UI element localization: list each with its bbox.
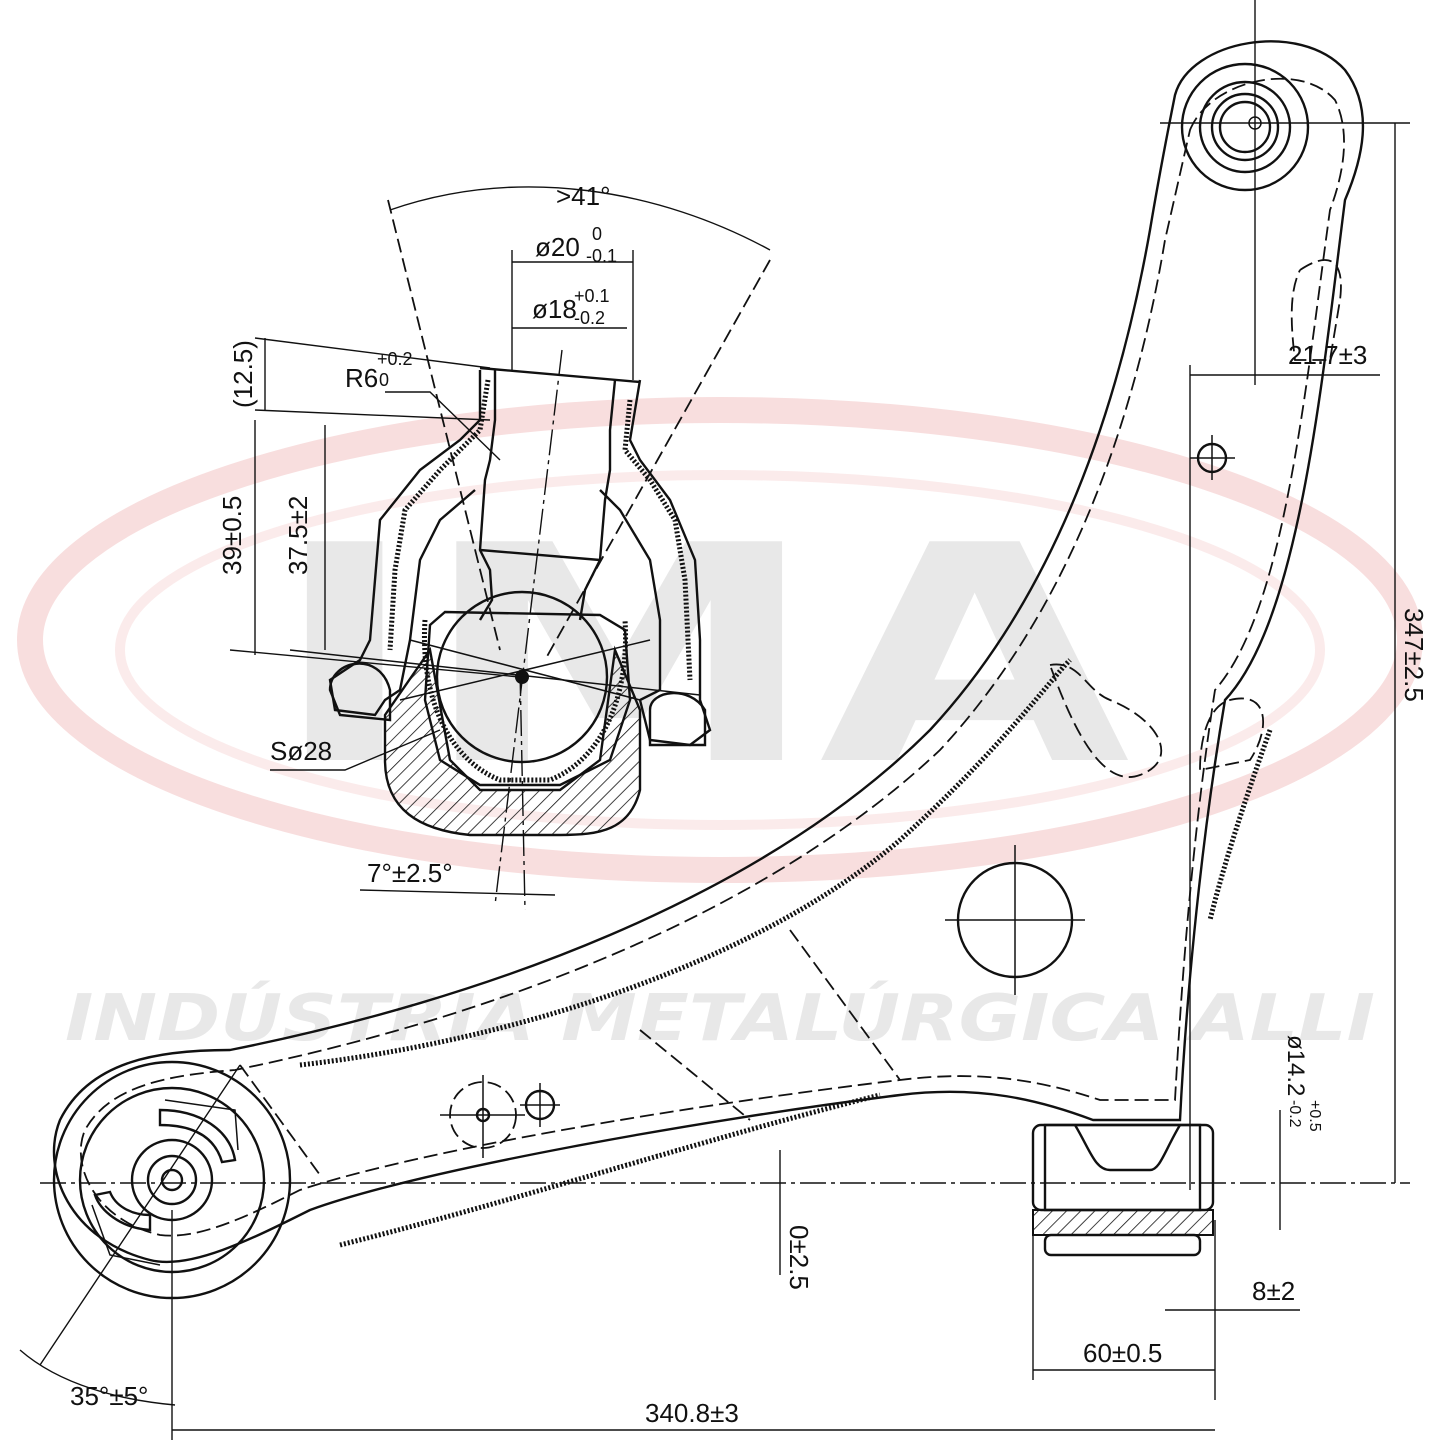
arm-inner-contour: [80, 77, 1345, 1237]
dim-stud-major-upper: 0: [592, 224, 602, 244]
housing-lower: [383, 645, 642, 837]
arm-rib-1: [789, 929, 901, 1081]
front-bushing: [52, 1060, 292, 1300]
boot-lining-left: [387, 379, 491, 651]
dim-length-total-label: 340.8±3: [645, 1398, 739, 1428]
dim-stud-major-label: ø20: [535, 232, 580, 262]
weld-seam-upper: [299, 658, 1072, 1068]
stud: [478, 370, 617, 621]
dim-radius-lower: 0: [379, 370, 389, 390]
weld-seam-lower: [339, 1092, 881, 1248]
weld-seam-right: [1207, 729, 1273, 921]
dim-stud-minor-lower: -0.2: [574, 308, 605, 328]
dim-height-stud-label: 37.5±2: [283, 496, 313, 575]
dim-tilt-label: 7°±2.5°: [367, 858, 453, 888]
ball-joint-section: [289, 199, 771, 911]
tagline-text: INDÚSTRIA METALÚRGICA ALLI: [65, 980, 1375, 1056]
dim-sphere-label: Sø28: [270, 736, 332, 766]
dim-vertical-offset-label: 0±2.5: [784, 1225, 814, 1290]
boot-lining-cup: [421, 619, 629, 783]
mount-holes: [440, 435, 1235, 1158]
dim-bore-label: ø14.2: [1282, 1035, 1309, 1096]
arm-window: [1049, 663, 1163, 778]
stud-axis: [494, 349, 563, 906]
dim-bore-lower: -0.2: [1286, 1100, 1303, 1128]
dim-stud-minor-label: ø18: [532, 294, 577, 324]
top-bushing-eye: [1180, 62, 1310, 192]
dim-ref-height-label: (12.5): [228, 340, 258, 408]
boot-lining-right: [622, 399, 693, 681]
logo-ring-inner: [115, 470, 1325, 830]
dim-stud-minor-upper: +0.1: [574, 286, 610, 306]
arm-rib-3: [239, 1064, 321, 1176]
arm-window-2: [1199, 697, 1264, 772]
arm-rib-top: [1290, 259, 1342, 361]
rear-bushing: [1031, 1123, 1215, 1257]
dim-offset-top-label: 21.7±3: [1288, 340, 1367, 370]
dimension-lines: [19, 0, 1410, 1440]
dim-bushing-width-label: 60±0.5: [1083, 1338, 1162, 1368]
dim-bore-upper: +0.5: [1306, 1100, 1323, 1132]
arm-rib-2: [639, 1029, 751, 1121]
dim-height-total-label: 39±0.5: [217, 496, 247, 575]
dim-height-arm-label: 347±2.5: [1399, 608, 1429, 702]
dim-angle-label: >41°: [556, 181, 611, 211]
dim-radius-label: R6: [345, 363, 378, 393]
dimension-labels: >41° ø20 0 -0.1 ø18 +0.1 -0.2 R6 +0.2 0 …: [70, 181, 1429, 1428]
dim-bushing-angle-label: 35°±5°: [70, 1381, 148, 1411]
dim-stud-major-lower: -0.1: [586, 246, 617, 266]
dim-bushing-offset-label: 8±2: [1252, 1276, 1295, 1306]
dim-radius-upper: +0.2: [377, 349, 413, 369]
logo-ring-outer: [17, 397, 1423, 883]
